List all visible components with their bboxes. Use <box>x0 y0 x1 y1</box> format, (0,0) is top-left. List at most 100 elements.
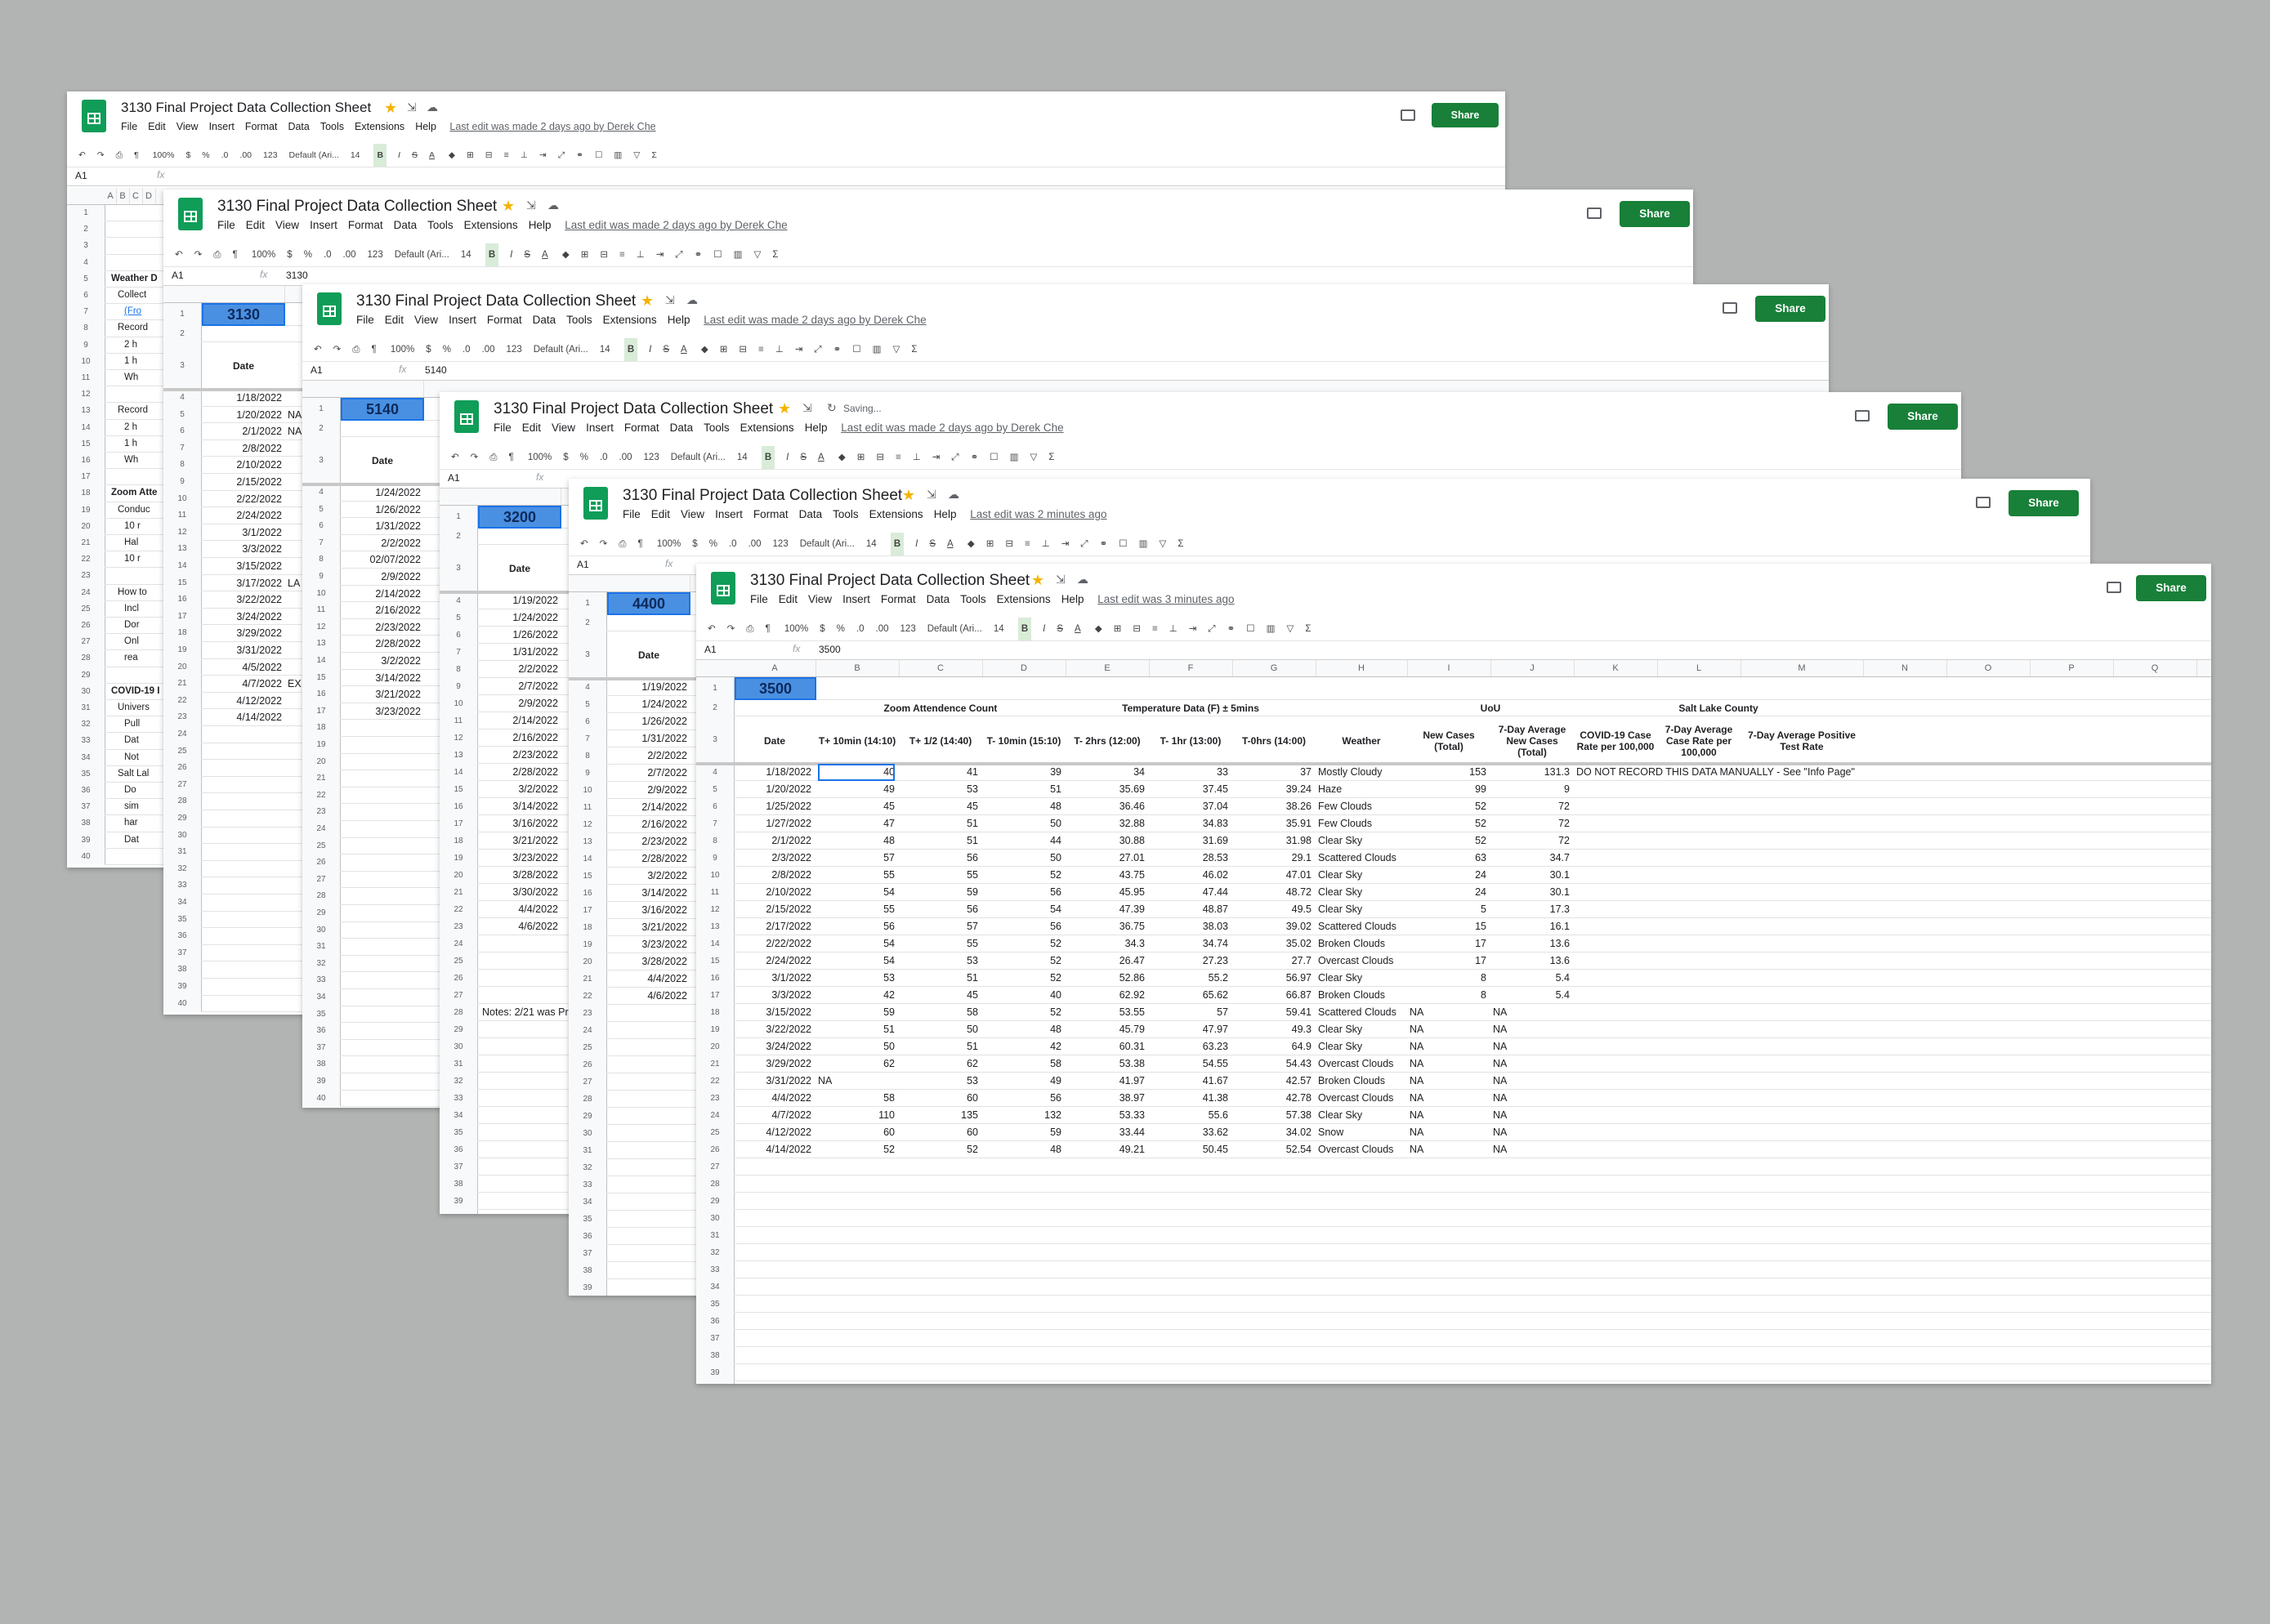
menu-tools[interactable]: Tools <box>833 508 859 520</box>
strikethrough-button[interactable]: S <box>663 345 670 355</box>
data-cell[interactable]: NA <box>1493 1058 1508 1069</box>
data-cell[interactable]: Scattered Clouds <box>1318 852 1396 863</box>
data-cell[interactable]: 34.74 <box>1202 938 1228 949</box>
merge-icon[interactable]: ⊟ <box>485 150 493 160</box>
row-number[interactable]: 19 <box>569 936 607 953</box>
row-number[interactable]: 8 <box>569 747 607 765</box>
zoom-select[interactable]: 100% <box>152 150 175 160</box>
star-icon[interactable]: ★ <box>778 400 792 417</box>
format-select[interactable]: 123 <box>900 624 916 634</box>
column-title[interactable]: 7-Day Average Case Rate per 100,000 <box>1665 724 1733 758</box>
date-cell[interactable]: 2/7/2022 <box>647 767 687 779</box>
data-cell[interactable]: 17 <box>1475 955 1486 966</box>
row-number[interactable]: 17 <box>696 987 735 1004</box>
row-number[interactable]: 4 <box>163 390 202 407</box>
date-cell[interactable]: 2/9/2022 <box>647 784 687 796</box>
column-header[interactable]: N <box>1863 660 1947 676</box>
row-number[interactable]: 9 <box>696 850 735 867</box>
row-number[interactable]: 14 <box>302 653 341 670</box>
menu-edit[interactable]: Edit <box>778 593 798 605</box>
link-icon[interactable]: ⚭ <box>576 150 583 160</box>
valign-icon[interactable]: ⊥ <box>636 250 645 260</box>
data-cell[interactable]: 27.01 <box>1119 852 1145 863</box>
data-cell[interactable]: 30.1 <box>1549 869 1570 881</box>
print-icon[interactable]: ⎙ <box>115 150 123 160</box>
date-cell[interactable]: 02/07/2022 <box>369 554 421 566</box>
increase-decimal-button[interactable]: .00 <box>619 453 632 462</box>
data-cell[interactable]: 54 <box>883 886 895 898</box>
data-cell[interactable]: 50 <box>967 1024 978 1035</box>
move-icon[interactable]: ⇲ <box>407 100 417 114</box>
font-select[interactable]: Default (Ari... <box>670 453 726 462</box>
row-number[interactable]: 7 <box>67 304 105 321</box>
row-number[interactable]: 23 <box>302 804 341 821</box>
row-number[interactable]: 14 <box>569 850 607 868</box>
row-number[interactable]: 36 <box>696 1313 735 1330</box>
row-number[interactable]: 9 <box>302 569 341 586</box>
date-cell[interactable]: 2/14/2022 <box>512 715 558 726</box>
menu-help[interactable]: Help <box>528 219 552 231</box>
filter-icon[interactable]: ▽ <box>1286 624 1294 634</box>
row-number[interactable]: 16 <box>569 885 607 902</box>
data-cell[interactable]: 54 <box>1050 903 1061 915</box>
data-cell[interactable]: Mostly Cloudy <box>1318 766 1383 778</box>
data-cell[interactable]: 72 <box>1558 801 1570 812</box>
row-number[interactable]: 33 <box>696 1261 735 1278</box>
data-cell[interactable]: 57 <box>883 852 895 863</box>
data-cell[interactable]: NA <box>1410 1041 1424 1052</box>
column-header[interactable]: D <box>982 660 1066 676</box>
data-cell[interactable]: 52 <box>1050 869 1061 881</box>
row-number[interactable]: 30 <box>696 1210 735 1227</box>
data-cell[interactable]: 49.5 <box>1291 903 1312 915</box>
data-cell[interactable]: 2/17/2022 <box>766 921 811 932</box>
rotate-icon[interactable]: ⤢ <box>1208 624 1216 634</box>
row-number[interactable]: 11 <box>569 799 607 816</box>
menu-help[interactable]: Help <box>415 121 436 132</box>
column-header[interactable]: G <box>1232 660 1316 676</box>
row-number[interactable]: 18 <box>302 720 341 737</box>
row-number[interactable]: 26 <box>569 1056 607 1073</box>
data-cell[interactable]: 48 <box>1050 1144 1061 1155</box>
label-cell[interactable]: (Fro <box>124 306 142 317</box>
row-number[interactable]: 29 <box>163 810 202 828</box>
data-cell[interactable]: 52.54 <box>1285 1144 1312 1155</box>
data-cell[interactable]: 2/1/2022 <box>771 835 811 846</box>
row-number[interactable]: 31 <box>440 1055 478 1073</box>
row-number[interactable]: 12 <box>696 901 735 918</box>
date-cell[interactable]: 3/14/2022 <box>375 671 421 684</box>
data-cell[interactable]: 38.97 <box>1119 1092 1145 1104</box>
data-cell[interactable]: 59.41 <box>1285 1006 1312 1018</box>
data-cell[interactable]: 38.03 <box>1202 921 1228 932</box>
menu-help[interactable]: Help <box>804 422 828 434</box>
row-number[interactable]: 31 <box>67 700 105 717</box>
row-number[interactable]: 24 <box>163 726 202 743</box>
data-cell[interactable]: 51 <box>967 1041 978 1052</box>
data-cell[interactable]: 51 <box>967 835 978 846</box>
increase-decimal-button[interactable]: .00 <box>239 150 252 160</box>
row-number[interactable]: 23 <box>569 1005 607 1022</box>
text-color-button[interactable]: A <box>428 150 435 160</box>
column-title[interactable]: 7-Day Average Positive Test Rate <box>1748 729 1856 752</box>
star-icon[interactable]: ★ <box>641 292 655 309</box>
cloud-status-icon[interactable]: ☁ <box>427 100 438 114</box>
rotate-icon[interactable]: ⤢ <box>557 150 565 160</box>
data-cell[interactable]: 9 <box>1564 783 1570 795</box>
menu-edit[interactable]: Edit <box>650 508 671 520</box>
data-cell[interactable]: 42 <box>1050 1041 1061 1052</box>
menu-file[interactable]: File <box>623 508 641 520</box>
rotate-icon[interactable]: ⤢ <box>675 250 683 260</box>
date-cell[interactable]: 2/2/2022 <box>381 537 421 549</box>
align-icon[interactable]: ≡ <box>1152 624 1158 634</box>
zoom-select[interactable]: 100% <box>527 453 552 462</box>
data-cell[interactable]: 3/29/2022 <box>766 1058 811 1069</box>
date-cell[interactable]: 1/24/2022 <box>375 487 421 498</box>
menu-tools[interactable]: Tools <box>566 314 592 326</box>
fill-color-icon[interactable]: ◆ <box>967 539 975 549</box>
row-number[interactable]: 10 <box>696 867 735 884</box>
row-number[interactable]: 1 <box>440 506 478 529</box>
data-cell[interactable]: 63.23 <box>1202 1041 1228 1052</box>
star-icon[interactable]: ★ <box>384 100 398 116</box>
row-number[interactable]: 9 <box>440 678 478 695</box>
format-select[interactable]: 123 <box>263 150 278 160</box>
redo-icon[interactable]: ↷ <box>470 453 479 462</box>
